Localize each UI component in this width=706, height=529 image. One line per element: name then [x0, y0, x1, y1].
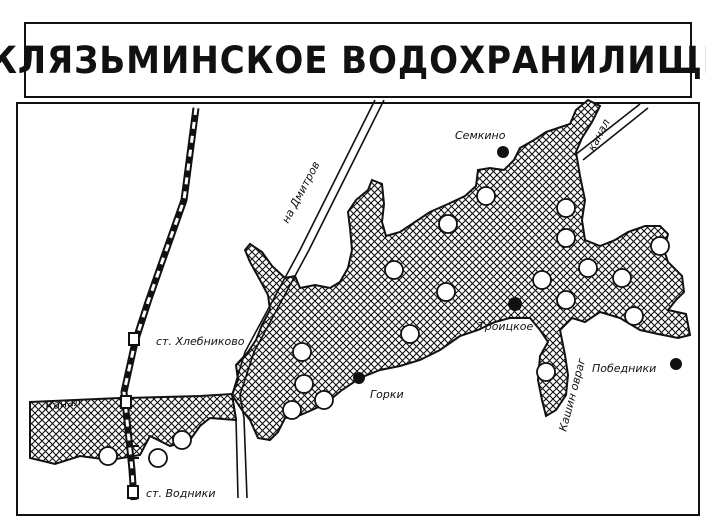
canal-right — [574, 103, 649, 161]
label-pobedniki: Победники — [592, 362, 656, 375]
map-title: КЛЯЗЬМИНСКОЕ ВОДОХРАНИЛИЩЕ — [0, 38, 706, 82]
canal-lock-marker — [120, 395, 132, 409]
label-semkino: Семкино — [455, 129, 506, 142]
settlement-semkino-dot — [497, 146, 509, 158]
label-gorki: Горки — [370, 388, 404, 401]
road-to-dmitrov — [231, 99, 385, 499]
label-troitskoe: Троицкое — [478, 320, 533, 333]
station-vodniki-marker — [127, 485, 139, 499]
settlement-gorki-dot — [353, 372, 365, 384]
station-khlebnikovo-marker — [128, 332, 140, 346]
map-frame — [16, 102, 700, 516]
title-box: КЛЯЗЬМИНСКОЕ ВОДОХРАНИЛИЩЕ — [0, 22, 706, 98]
recreation-circles — [98, 186, 670, 468]
label-st-vodniki: ст. Водники — [146, 487, 215, 500]
label-to-dmitrov: на Дмитров — [279, 159, 322, 225]
label-st-khlebnikovo: ст. Хлебниково — [156, 335, 245, 348]
reservoir-water — [230, 98, 692, 442]
label-canal-left: Канал — [45, 395, 82, 413]
settlement-pobedniki-dot — [670, 358, 682, 370]
settlement-troitskoe-dot — [508, 297, 522, 311]
